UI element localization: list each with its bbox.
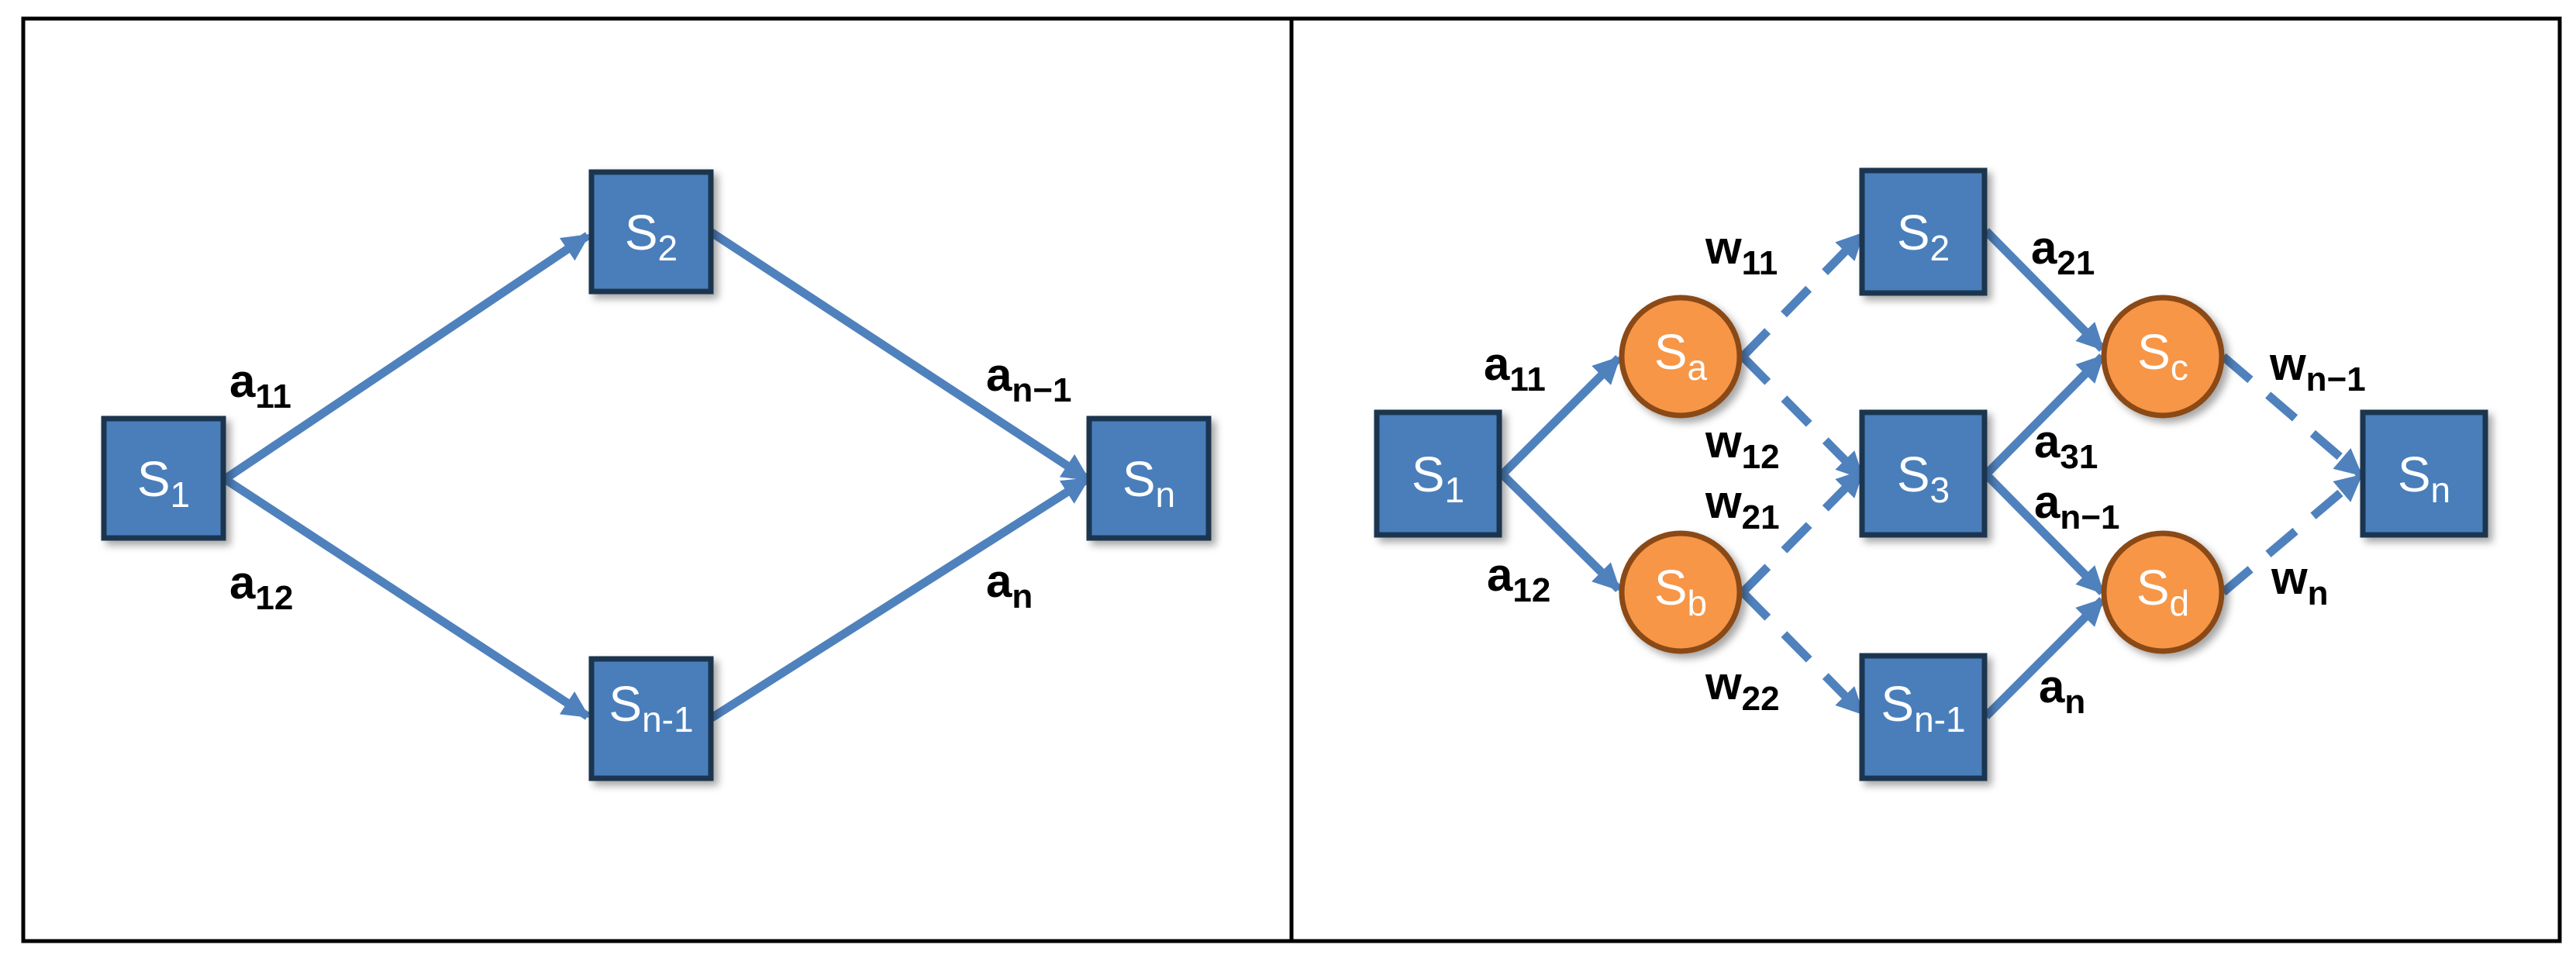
- edge-label-an: an: [986, 555, 1033, 615]
- node-r-s1-box: [1374, 409, 1502, 538]
- edge-s2-sn: [709, 229, 1091, 483]
- edge-label-r-a11: a11: [1484, 338, 1546, 398]
- node-r-sn1: Sn-1: [1859, 653, 1988, 781]
- node-r-sa-label: Sa: [1654, 324, 1708, 388]
- edge-s1-sa: [1499, 355, 1622, 478]
- node-r-sd-circle: [2101, 530, 2225, 654]
- edge-sn1-sn: [709, 475, 1090, 722]
- node-r-s3-label: S3: [1897, 447, 1950, 510]
- node-r-sc: Sc: [2101, 295, 2225, 419]
- edge-sa-s2: [1740, 231, 1865, 360]
- edge-s3-sc: [1983, 353, 2105, 478]
- edge-label-r-w12: w12: [1705, 415, 1780, 476]
- node-s1-box: [101, 415, 226, 541]
- node-r-sb-circle: [1619, 530, 1743, 654]
- node-sn1-label: Sn-1: [609, 676, 693, 740]
- edge-sc-sn: [2220, 353, 2364, 478]
- edge-label-r-wn1: wn−1: [2269, 338, 2366, 398]
- node-r-sc-circle: [2101, 295, 2225, 419]
- edge-s3-sd: [1983, 471, 2105, 595]
- node-sn-box: [1086, 415, 1212, 541]
- node-r-sn: Sn: [2360, 409, 2488, 538]
- node-r-sb: Sb: [1619, 530, 1743, 654]
- node-r-sn1-label: Sn-1: [1881, 676, 1965, 740]
- edge-label-a11: a11: [229, 355, 291, 415]
- edge-s1-sb: [1499, 471, 1622, 592]
- node-r-sd-label: Sd: [2136, 560, 2189, 623]
- node-r-s3-box: [1859, 409, 1988, 538]
- edge-sa-s3: [1740, 353, 1865, 481]
- node-r-sd: Sd: [2101, 530, 2225, 654]
- edge-s1-s2: [222, 232, 591, 483]
- right-panel: S1 S2 S3 Sn-1 Sn Sa Sb Sc: [1374, 167, 2488, 781]
- edge-label-a12: a12: [229, 557, 293, 617]
- node-s2-label: S2: [625, 205, 678, 268]
- edge-label-an1: an−1: [986, 349, 1071, 409]
- edge-label-r-w22: w22: [1705, 657, 1780, 718]
- node-s2-box: [588, 169, 714, 295]
- node-r-sa-circle: [1619, 295, 1743, 419]
- node-sn: Sn: [1086, 415, 1212, 541]
- node-r-sn-label: Sn: [2398, 447, 2450, 510]
- right-solid-edges: [1499, 228, 2105, 719]
- node-sn1: Sn-1: [588, 656, 714, 781]
- left-edges: [222, 229, 1091, 722]
- edge-label-r-an1: an−1: [2034, 476, 2119, 536]
- node-r-sc-label: Sc: [2137, 324, 2188, 388]
- node-s1: S1: [101, 415, 226, 541]
- node-s2: S2: [588, 169, 714, 295]
- node-r-s2-box: [1859, 167, 1988, 296]
- edge-s2-sc: [1983, 228, 2105, 352]
- edge-label-r-wn: wn: [2271, 552, 2329, 612]
- edge-sn1-sd: [1983, 597, 2105, 719]
- node-r-sb-label: Sb: [1654, 560, 1707, 623]
- node-s1-label: S1: [137, 451, 190, 515]
- node-r-s3: S3: [1859, 409, 1988, 538]
- node-r-s1-label: S1: [1412, 447, 1464, 510]
- edge-sb-sn1: [1740, 589, 1865, 716]
- edge-label-r-w11: w11: [1705, 222, 1778, 282]
- node-r-s1: S1: [1374, 409, 1502, 538]
- right-dashed-edges: [1740, 231, 2364, 716]
- edge-sd-sn: [2220, 472, 2364, 596]
- edge-label-r-an: an: [2039, 660, 2085, 721]
- left-panel: S1 S2 Sn-1 Sn a11 a12 an−1 an: [101, 169, 1212, 781]
- edge-label-r-a31: a31: [2034, 415, 2098, 476]
- node-r-sa: Sa: [1619, 295, 1743, 419]
- edge-sb-s3: [1740, 468, 1865, 595]
- edge-label-r-a12: a12: [1487, 549, 1550, 609]
- edge-label-r-w21: w21: [1705, 476, 1780, 536]
- node-r-s2-label: S2: [1897, 205, 1950, 268]
- node-r-sn-box: [2360, 409, 2488, 538]
- edge-s1-sn1: [222, 475, 591, 720]
- node-sn-label: Sn: [1122, 451, 1175, 515]
- edge-label-r-a21: a21: [2031, 222, 2095, 282]
- node-r-s2: S2: [1859, 167, 1988, 296]
- node-sn1-box: [588, 656, 714, 781]
- node-r-sn1-box: [1859, 653, 1988, 781]
